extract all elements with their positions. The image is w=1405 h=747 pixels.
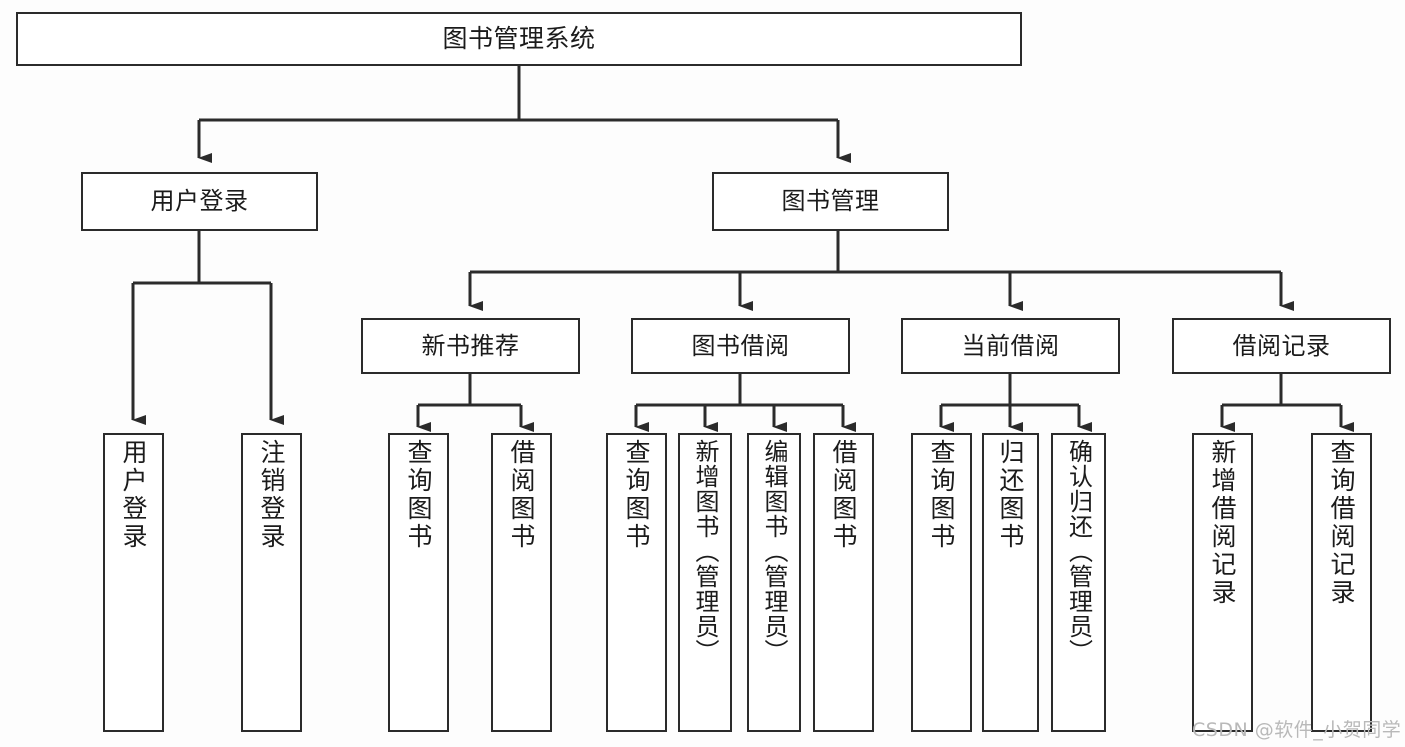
node-user-login-label: 用户登录: [150, 187, 249, 216]
node-leaf-nb-query-book-label: 查询图书: [404, 439, 433, 551]
node-leaf-cb-return-book-label: 归还图书: [996, 439, 1025, 551]
node-leaf-bb-borrow-book[interactable]: 借阅图书: [813, 433, 874, 732]
node-leaf-bb-edit-book-label: 编辑图书（管理员）: [760, 439, 788, 664]
csdn-watermark: CSDN @软件_小贺同学: [1192, 719, 1402, 741]
node-leaf-nb-borrow-book-label: 借阅图书: [507, 439, 536, 551]
node-leaf-bb-add-book-label: 新增图书（管理员）: [691, 439, 719, 664]
node-leaf-cb-confirm-return[interactable]: 确认归还（管理员）: [1051, 433, 1106, 732]
node-book-borrow-label: 图书借阅: [691, 331, 790, 360]
node-leaf-nb-borrow-book[interactable]: 借阅图书: [491, 433, 552, 732]
node-leaf-br-query-record[interactable]: 查询借阅记录: [1311, 433, 1372, 732]
node-root-system-label: 图书管理系统: [442, 24, 596, 53]
node-current-borrow-label: 当前借阅: [961, 331, 1060, 360]
node-leaf-logout[interactable]: 注销登录: [241, 433, 302, 732]
node-leaf-logout-label: 注销登录: [257, 439, 286, 551]
node-borrow-record[interactable]: 借阅记录: [1172, 318, 1391, 374]
node-leaf-bb-borrow-book-label: 借阅图书: [829, 439, 858, 551]
node-root-system[interactable]: 图书管理系统: [16, 12, 1022, 66]
node-current-borrow[interactable]: 当前借阅: [901, 318, 1120, 374]
node-leaf-br-query-record-label: 查询借阅记录: [1327, 439, 1356, 607]
node-leaf-bb-edit-book[interactable]: 编辑图书（管理员）: [747, 433, 801, 732]
node-leaf-bb-query-book-label: 查询图书: [622, 439, 651, 551]
node-book-manage-label: 图书管理: [781, 187, 880, 216]
node-leaf-nb-query-book[interactable]: 查询图书: [388, 433, 449, 732]
node-new-book-recommend[interactable]: 新书推荐: [361, 318, 580, 374]
node-book-borrow[interactable]: 图书借阅: [631, 318, 850, 374]
node-leaf-cb-query-book[interactable]: 查询图书: [911, 433, 972, 732]
node-leaf-br-add-record-label: 新增借阅记录: [1208, 439, 1237, 607]
node-leaf-bb-query-book[interactable]: 查询图书: [606, 433, 667, 732]
node-user-login[interactable]: 用户登录: [81, 172, 318, 231]
node-leaf-cb-confirm-return-label: 确认归还（管理员）: [1064, 439, 1093, 664]
node-new-book-recommend-label: 新书推荐: [421, 331, 520, 360]
node-leaf-br-add-record[interactable]: 新增借阅记录: [1192, 433, 1253, 732]
node-leaf-user-login[interactable]: 用户登录: [103, 433, 164, 732]
node-leaf-cb-query-book-label: 查询图书: [927, 439, 956, 551]
node-leaf-cb-return-book[interactable]: 归还图书: [982, 433, 1039, 732]
node-book-manage[interactable]: 图书管理: [712, 172, 949, 231]
node-leaf-bb-add-book[interactable]: 新增图书（管理员）: [678, 433, 732, 732]
node-leaf-user-login-label: 用户登录: [119, 439, 148, 551]
node-borrow-record-label: 借阅记录: [1232, 331, 1331, 360]
